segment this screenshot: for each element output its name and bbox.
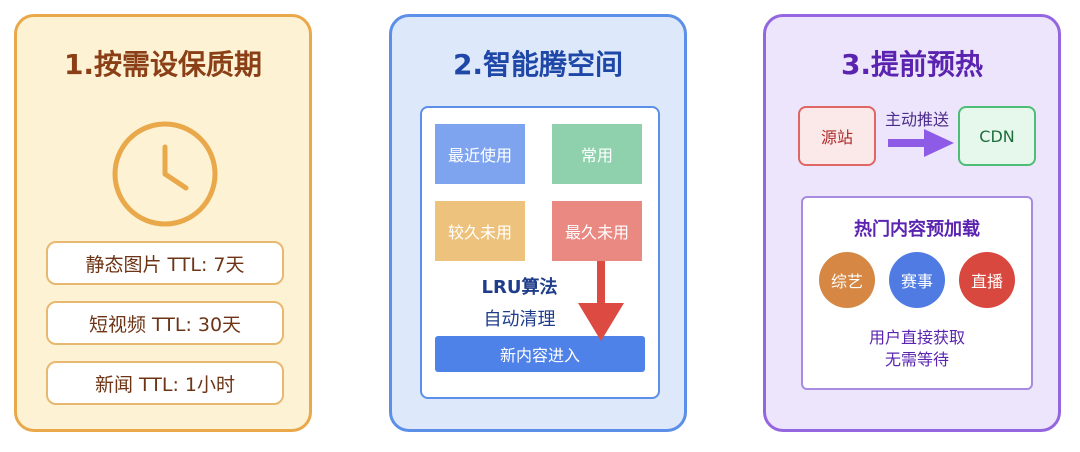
ttl-item-images: 静态图片 TTL: 7天 (46, 241, 284, 285)
ttl-panel-title: 1.按需设保质期 (63, 48, 263, 81)
preload-box: 热门内容预加载 综艺 赛事 直播 用户直接获取 无需等待 (801, 196, 1033, 390)
lru-cache-box: 最近使用 常用 较久未用 最久未用 LRU算法 自动清理 新内容进入 (420, 106, 660, 399)
lru-algorithm-label: LRU算法 (481, 277, 558, 298)
preload-title: 热门内容预加载 (854, 219, 980, 240)
category-live-stream: 直播 (959, 252, 1015, 308)
push-arrow-icon (888, 129, 954, 157)
preheat-panel-title: 3.提前预热 (840, 48, 984, 81)
ttl-item-news: 新闻 TTL: 1小时 (46, 361, 284, 405)
space-panel-title: 2.智能腾空间 (452, 48, 624, 81)
tile-older-unused: 较久未用 (435, 201, 525, 261)
category-sports-event: 赛事 (889, 252, 945, 308)
preload-note-line1: 用户直接获取 (868, 328, 965, 347)
origin-server-node: 源站 (798, 106, 876, 166)
category-variety-show: 综艺 (819, 252, 875, 308)
cdn-node: CDN (958, 106, 1036, 166)
ttl-item-short-video: 短视频 TTL: 30天 (46, 301, 284, 345)
tile-frequently-used: 常用 (552, 124, 642, 184)
preheat-panel: 3.提前预热 源站 主动推送 CDN 热门内容预加载 综艺 赛事 直播 用户直接… (763, 14, 1061, 432)
ttl-panel: 1.按需设保质期 静态图片 TTL: 7天 短视频 TTL: 30天 新闻 TT… (14, 14, 312, 432)
clock-icon (112, 121, 218, 227)
preload-note-line2: 无需等待 (884, 350, 949, 369)
auto-cleanup-label: 自动清理 (483, 309, 556, 330)
space-panel: 2.智能腾空间 最近使用 常用 较久未用 最久未用 LRU算法 自动清理 新内容… (389, 14, 687, 432)
push-label: 主动推送 (884, 110, 949, 129)
tile-recently-used: 最近使用 (435, 124, 525, 184)
tile-oldest-unused: 最久未用 (552, 201, 642, 261)
new-content-bar: 新内容进入 (435, 336, 645, 372)
eviction-arrow-icon (578, 261, 624, 341)
